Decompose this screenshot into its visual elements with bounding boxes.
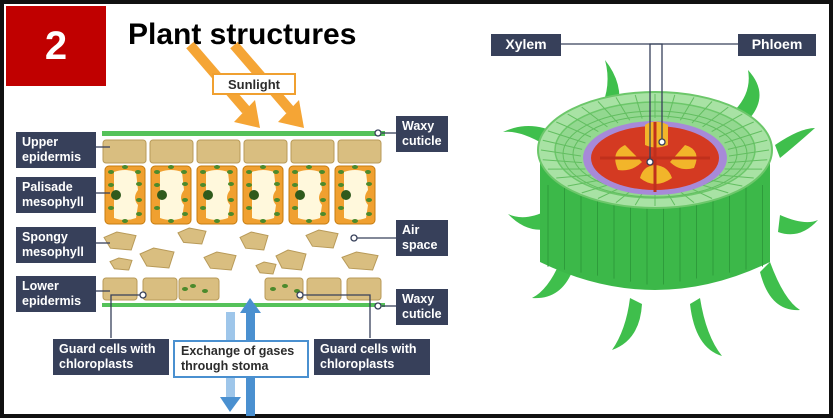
spongy-mesophyll-label: Spongy mesophyll [16, 227, 96, 263]
air-space-label: Air space [396, 220, 448, 256]
palisade-cell [289, 165, 329, 224]
sunlight-label: Sunlight [212, 73, 296, 95]
epidermis-cell [307, 278, 341, 300]
spongy-cell [256, 262, 276, 274]
waxy-cuticle-bottom-label: Waxy cuticle [396, 289, 448, 325]
spongy-cell [240, 232, 268, 250]
guard-cells-left-label: Guard cells with chloroplasts [53, 339, 169, 375]
spongy-cells [104, 228, 378, 274]
spongy-cell [204, 252, 236, 270]
palisade-cell [197, 165, 237, 224]
spongy-cell [140, 248, 174, 268]
page-title: Plant structures [128, 18, 356, 52]
epidermis-cell [197, 140, 240, 163]
palisade-cell [151, 165, 191, 224]
guard-cells-right-label: Guard cells with chloroplasts [314, 339, 430, 375]
epidermis-cell [347, 278, 381, 300]
epidermis-cell [103, 140, 146, 163]
epidermis-cell [103, 278, 137, 300]
lower-cuticle [102, 303, 385, 307]
phloem-label: Phloem [738, 34, 816, 56]
xylem-dot [659, 139, 665, 145]
epidermis-cell [244, 140, 287, 163]
spongy-cell [342, 252, 378, 270]
spongy-cell [104, 232, 136, 250]
epidermis-cell [291, 140, 334, 163]
spongy-cell [178, 228, 206, 244]
spongy-cell [110, 258, 132, 270]
xylem-label: Xylem [491, 34, 561, 56]
gas-exchange-label: Exchange of gases through stoma [173, 340, 309, 378]
upper-cuticle [102, 131, 385, 136]
upper-epidermis-cells [103, 140, 381, 163]
palisade-cell [335, 165, 375, 224]
palisade-cells [105, 165, 375, 224]
spongy-cell [306, 230, 338, 248]
palisade-cell [243, 165, 283, 224]
epidermis-cell [150, 140, 193, 163]
phloem-dot [647, 159, 653, 165]
palisade-mesophyll-label: Palisade mesophyll [16, 177, 96, 213]
epidermis-cell [143, 278, 177, 300]
waxy-cuticle-top-label: Waxy cuticle [396, 116, 448, 152]
epidermis-cell [338, 140, 381, 163]
upper-epidermis-label: Upper epidermis [16, 132, 96, 168]
lower-epidermis-label: Lower epidermis [16, 276, 96, 312]
palisade-cell [105, 165, 145, 224]
spongy-cell [276, 250, 306, 270]
section-number-badge: 2 [6, 6, 106, 86]
